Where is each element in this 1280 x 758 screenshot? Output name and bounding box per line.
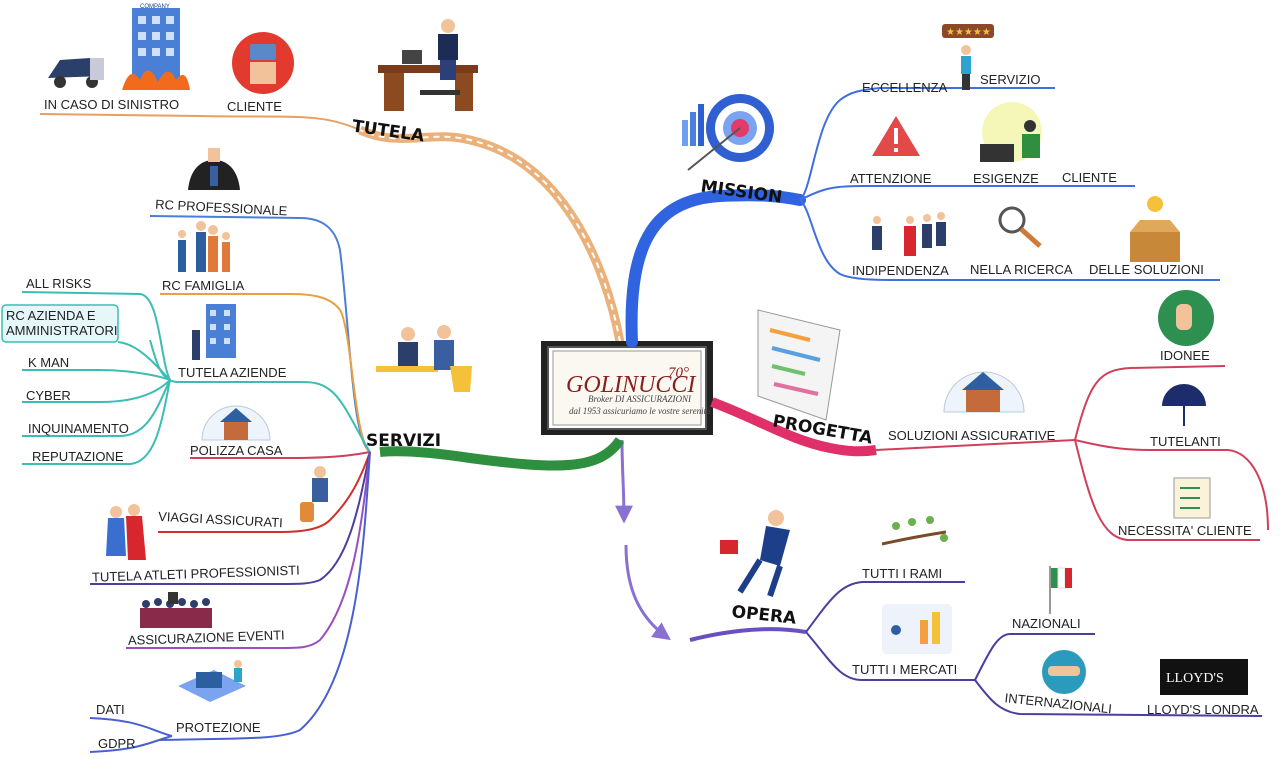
checklist-icon	[1173, 477, 1211, 519]
company-text: COMPANY	[140, 4, 170, 10]
logo-years: 70°	[668, 365, 689, 381]
house-dome-icon	[943, 371, 1025, 413]
stars-rating-icon: ★★★★★	[942, 24, 994, 90]
tree-branch-icon	[881, 516, 948, 546]
markets-icon	[882, 604, 952, 654]
central-logo: GOLINUCCI 70° Broker DI ASSICURAZIONI da…	[541, 341, 713, 435]
servizi-item-viaggi: VIAGGI ASSICURATI	[158, 509, 283, 531]
running-businessman-icon	[720, 510, 790, 597]
professional-suit-icon	[188, 148, 240, 190]
mission-item-indipendenza: INDIPENDENZA	[852, 263, 949, 278]
opera-item-lloyds: LLOYD'S LONDRA	[1147, 702, 1259, 717]
servizi-item-tutela-aziende: TUTELA AZIENDE	[178, 365, 287, 380]
car-crash-icon	[48, 58, 104, 88]
business-meeting-icon	[376, 325, 472, 392]
burning-building-icon: COMPANY	[122, 4, 190, 90]
servizi-item-polizza-casa: POLIZZA CASA	[190, 443, 283, 458]
mission-item-cliente: CLIENTE	[1062, 170, 1117, 185]
svg-text:★★★★★: ★★★★★	[946, 27, 991, 38]
progetta-main: SOLUZIONI ASSICURATIVE	[888, 428, 1056, 443]
progetta-item-idonee: IDONEE	[1160, 348, 1210, 363]
family-icon	[178, 221, 230, 272]
target-icon	[682, 94, 774, 171]
team-people-icon	[872, 212, 946, 256]
servizi-item-protezione: PROTEZIONE	[176, 720, 261, 735]
opera-item-nazionali: NAZIONALI	[1012, 616, 1081, 631]
tutela-item-sinistro: IN CASO DI SINISTRO	[44, 97, 179, 112]
logo-name: GOLINUCCI	[566, 372, 696, 398]
servizi-item-eventi: ASSICURAZIONE EVENTI	[128, 627, 285, 647]
aziende-cyber: CYBER	[26, 388, 71, 403]
servizi-label: SERVIZI	[366, 431, 441, 451]
aziende-rc-azienda-line1: RC AZIENDA E	[6, 308, 96, 323]
aziende-all-risks: ALL RISKS	[26, 276, 92, 291]
customer-service-icon	[980, 102, 1042, 162]
gantt-board-icon	[757, 309, 841, 421]
tutela-item-cliente: CLIENTE	[227, 99, 282, 114]
servizi-item-rc-professionale: RC PROFESSIONALE	[155, 197, 288, 219]
mission-item-attenzione: ATTENZIONE	[850, 171, 932, 186]
aziende-rc-azienda-box[interactable]: RC AZIENDA E AMMINISTRATORI	[1, 304, 119, 343]
opera-item-internazionali: INTERNAZIONALI	[1004, 690, 1113, 716]
client-card-icon	[232, 32, 294, 94]
tutela-branch: TUTELA IN CASO DI SINISTRO CLIENTE	[39, 19, 625, 343]
umbrella-icon	[1162, 384, 1206, 426]
progetta-item-necessita: NECESSITA' CLIENTE	[1118, 523, 1252, 538]
mission-label: MISSION	[699, 177, 783, 208]
mission-item-esigenze: ESIGENZE	[973, 171, 1039, 186]
progetta-item-tutelanti: TUTELANTI	[1150, 434, 1221, 449]
italy-flag-icon	[1049, 566, 1072, 614]
opera-item-mercati: TUTTI I MERCATI	[852, 662, 957, 677]
servizi-item-atleti: TUTELA ATLETI PROFESSIONISTI	[92, 563, 300, 585]
aziende-inquinamento: INQUINAMENTO	[28, 421, 129, 436]
lloyds-logo-text: LLOYD'S	[1166, 671, 1224, 686]
judo-athletes-icon	[106, 504, 146, 560]
protezione-gdpr: GDPR	[98, 736, 136, 751]
mission-item-soluzioni: DELLE SOLUZIONI	[1089, 262, 1204, 277]
idea-box-icon	[1130, 196, 1180, 262]
mission-item-eccellenza: ECCELLENZA	[862, 80, 948, 95]
opera-label: OPERA	[731, 602, 798, 629]
opera-branch: OPERA TUTTI I RAMI TUTTI I MERCATI NAZIO…	[614, 439, 1263, 717]
company-building-icon	[192, 304, 236, 360]
magnifier-icon	[998, 206, 1042, 248]
opera-item-rami: TUTTI I RAMI	[862, 566, 942, 581]
logo-tagline: dal 1953 assicuriamo le vostre serenità	[569, 406, 711, 416]
house-dome-small-icon	[201, 405, 271, 441]
aziende-reputazione: REPUTAZIONE	[32, 449, 124, 464]
data-protection-icon	[178, 660, 246, 702]
servizi-item-rc-famiglia: RC FAMIGLIA	[162, 278, 245, 293]
traveler-icon	[300, 466, 328, 522]
aziende-k-man: K MAN	[28, 355, 69, 370]
aziende-rc-azienda-line2: AMMINISTRATORI	[6, 323, 117, 338]
ok-hand-icon	[1158, 290, 1214, 346]
handshake-globe-icon	[1042, 650, 1086, 694]
event-crowd-icon	[140, 592, 212, 628]
mission-item-servizio: SERVIZIO	[980, 72, 1040, 87]
warning-icon	[872, 116, 920, 156]
protezione-dati: DATI	[96, 702, 125, 717]
office-worker-icon	[378, 19, 478, 111]
servizi-branch: SERVIZI RC PROFESSIONALE RC FAMIGLIA TUT…	[1, 197, 625, 753]
lloyds-logo: LLOYD'S	[1160, 659, 1248, 695]
logo-sub: Broker DI ASSICURAZIONI	[588, 394, 692, 404]
mission-item-ricerca: NELLA RICERCA	[970, 262, 1073, 277]
